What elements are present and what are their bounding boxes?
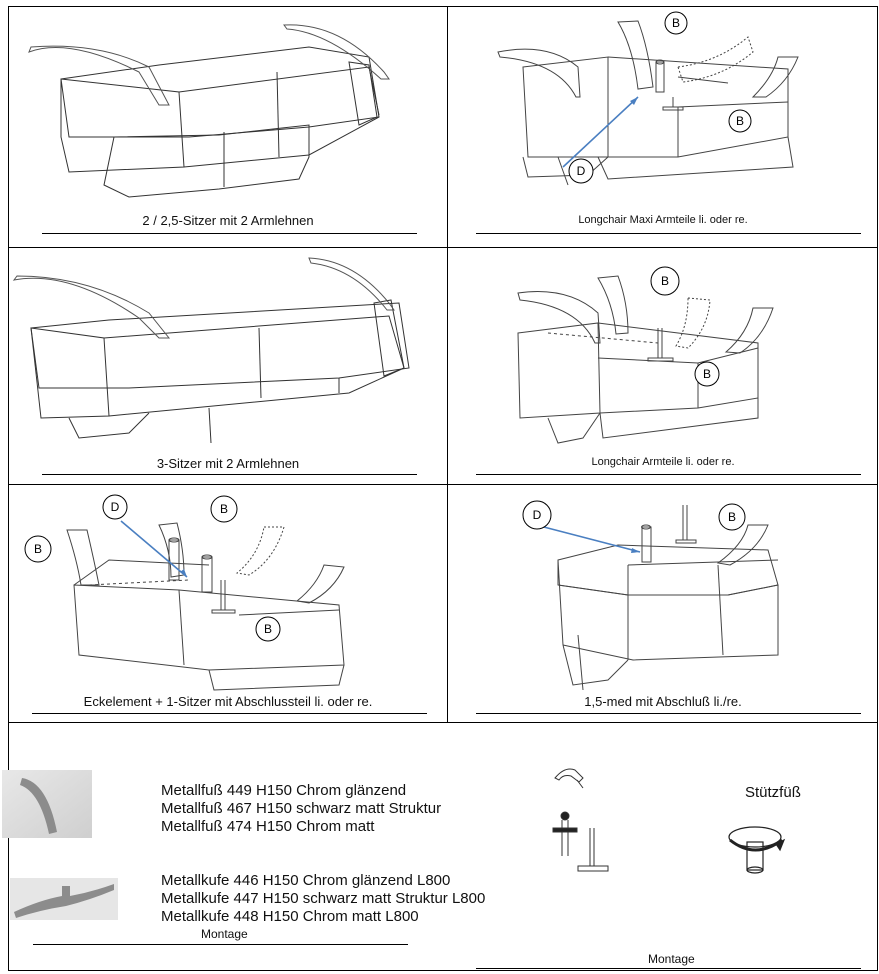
caption-underline [476,474,861,475]
montage-label-right: Montage [648,952,695,966]
grid-divider [8,484,878,485]
longchair-maxi-drawing: B B D [497,11,799,186]
cell-sofa-3: 3-Sitzer mit 2 Armlehnen [9,248,447,484]
metallfuss-list: Metallfuß 449 H150 Chrom glänzend Metall… [161,782,441,836]
callout-b [694,361,720,387]
callout-b-label: B [672,16,680,30]
callout-b-label: B [34,542,42,556]
caption-med: 1,5-med mit Abschluß li./re. [584,694,742,709]
callout-b-label: B [736,114,744,128]
callout-d [522,500,552,530]
callout-b [718,503,746,531]
stuetzfuss-label: Stützfüß [745,784,801,801]
cell-longchair: B B Longchair Armteile li. oder re. [448,248,878,484]
callout-d [102,494,128,520]
metallkufe-item: Metallkufe 446 H150 Chrom glänzend L800 [161,872,451,889]
cell-med: D B 1,5-med mit Abschluß li./re. [448,485,878,722]
callout-b [24,535,52,563]
page-frame [8,6,878,971]
caption-underline [42,233,417,234]
caption-underline [476,233,861,234]
callout-b-label: B [264,622,272,636]
caption-longchair: Longchair Armteile li. oder re. [591,456,735,468]
grid-divider [447,6,448,722]
montage-underline [476,968,861,969]
metallkufe-item: Metallkufe 447 H150 schwarz matt Struktu… [161,890,486,907]
metallkufe-item: Metallkufe 448 H150 Chrom matt L800 [161,908,419,925]
metallfuss-item: Metallfuß 474 H150 Chrom matt [161,818,375,835]
med-drawing: D B [522,500,779,691]
montage-underline [33,944,408,945]
callout-d-label: D [577,164,586,178]
caption-underline [42,474,417,475]
montage-label-left: Montage [201,927,248,941]
caption-sofa-2: 2 / 2,5-Sitzer mit 2 Armlehnen [142,213,314,228]
caption-eckelement: Eckelement + 1-Sitzer mit Abschlussteil … [83,694,373,709]
sofa-2-drawing [28,24,390,198]
caption-longchair-maxi: Longchair Maxi Armteile li. oder re. [578,214,748,226]
caption-sofa-3: 3-Sitzer mit 2 Armlehnen [156,456,300,471]
callout-b [210,495,238,523]
metallkufe-list: Metallkufe 446 H150 Chrom glänzend L800 … [161,872,485,926]
longchair-drawing: B B [517,266,774,444]
grid-divider [8,247,878,248]
callout-d-label: D [533,508,542,522]
cell-eckelement: D B B B Eckelement + 1-Sitzer mit Abschl… [9,485,447,722]
callout-b-label: B [703,367,711,381]
callout-b-label: B [220,502,228,516]
cell-longchair-maxi: B B D Longchair Maxi Armteile li. oder r… [448,7,878,247]
caption-underline [32,713,427,714]
cell-sofa-2: 2 / 2,5-Sitzer mit 2 Armlehnen [9,7,447,247]
callout-b [255,616,281,642]
stuetzfuss-drawing [728,826,786,874]
metallkufe-photo [10,878,118,920]
sofa-3-drawing [12,257,410,444]
metallfuss-item: Metallfuß 449 H150 Chrom glänzend [161,782,407,799]
caption-underline [476,713,861,714]
hand-icon [554,768,584,783]
montage-drawing [552,768,609,872]
callout-b [664,11,688,35]
callout-b-label: B [661,274,669,288]
callout-b-label: B [728,510,736,524]
callout-d [568,158,594,184]
callout-d-label: D [111,500,120,514]
eckelement-drawing: D B B B [24,494,345,691]
callout-b [728,109,752,133]
callout-b [650,266,680,296]
grid-divider [8,722,878,723]
metallfuss-photo [2,770,92,838]
metallfuss-item: Metallfuß 467 H150 schwarz matt Struktur [161,800,442,817]
